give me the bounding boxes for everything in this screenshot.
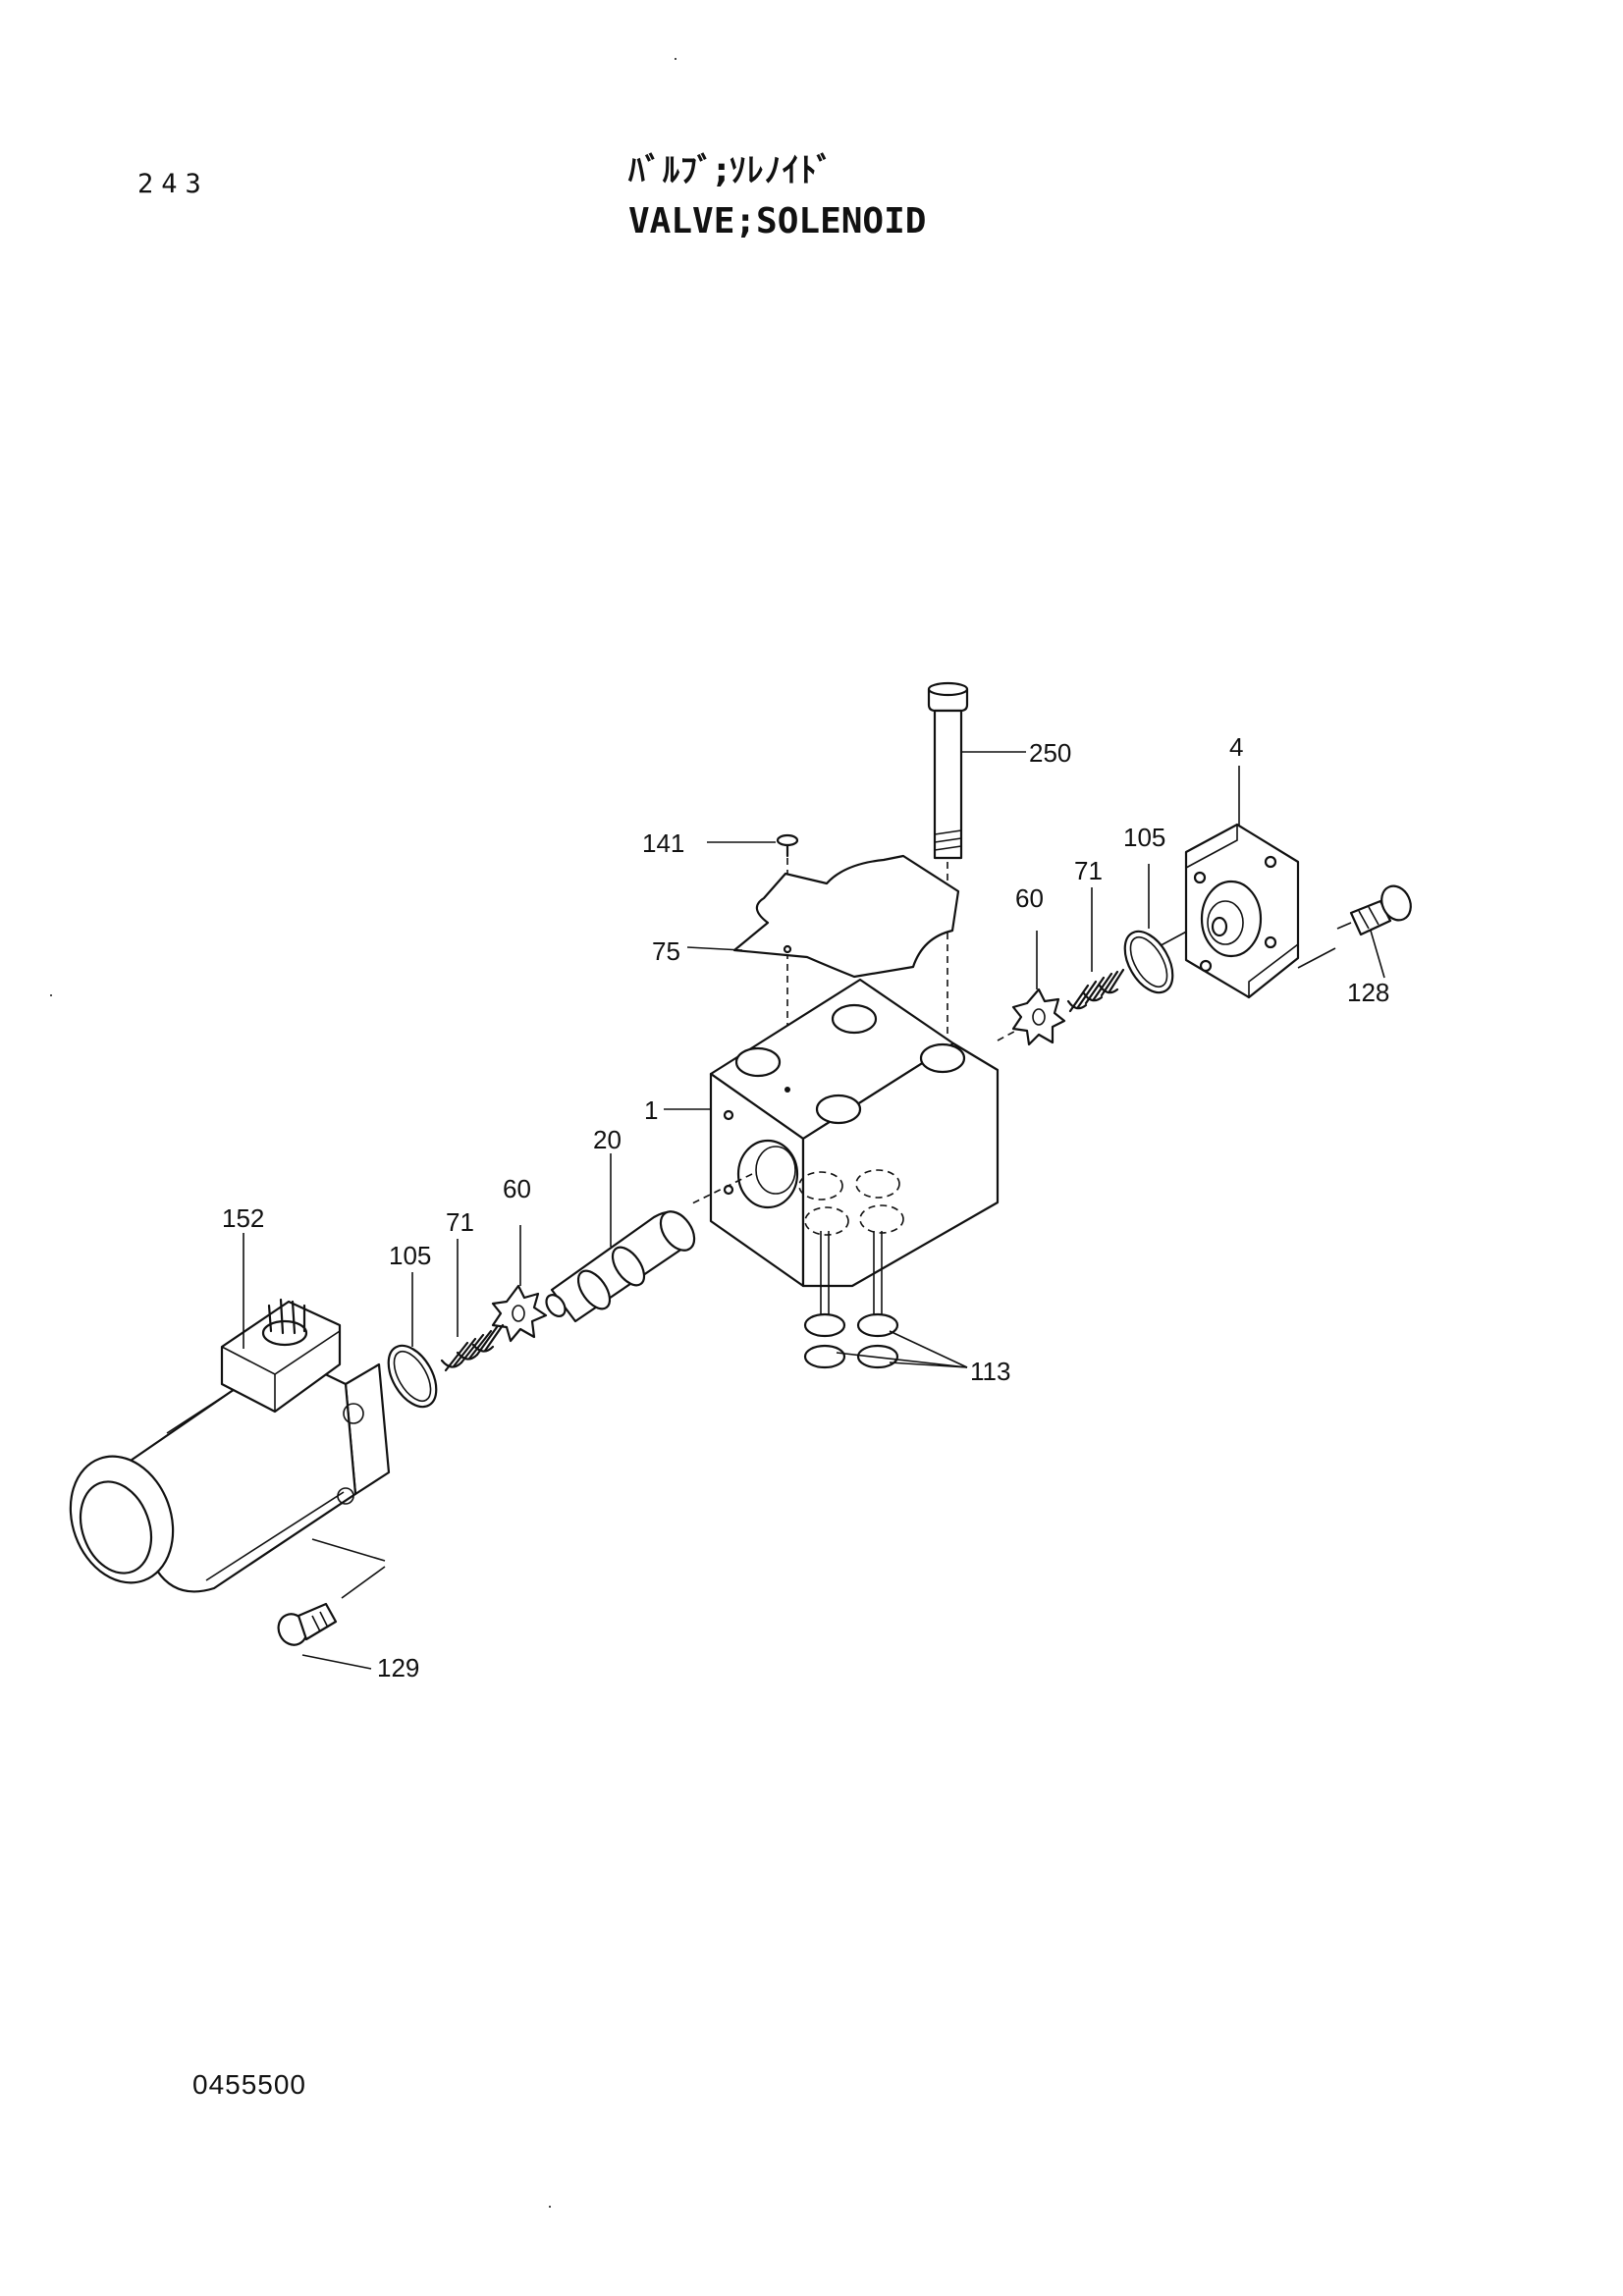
callout-128: 128 <box>1347 978 1389 1007</box>
scan-speck <box>549 2206 551 2208</box>
callout-71-right: 71 <box>1074 856 1103 885</box>
star-washer-60-right <box>1011 931 1066 1046</box>
title-japanese: ﾊﾞﾙﾌﾞ;ｿﾚﾉｲﾄﾞ <box>628 151 835 190</box>
callout-71-left: 71 <box>446 1207 474 1237</box>
valve-body-1 <box>664 978 1000 1288</box>
callout-113: 113 <box>970 1357 1010 1386</box>
spring-71-right <box>1066 887 1125 1013</box>
callout-105-right: 105 <box>1123 823 1165 852</box>
callout-141: 141 <box>642 828 684 858</box>
callout-105-left: 105 <box>389 1241 431 1270</box>
scan-speck <box>675 58 676 60</box>
page-number: 243 <box>137 169 209 199</box>
star-washer-60-left <box>491 1225 548 1343</box>
solenoid-coil-152 <box>69 1233 391 1593</box>
drawing-number: 0455500 <box>192 2069 307 2100</box>
scan-speck <box>50 994 52 996</box>
cap-screw-250 <box>927 681 1026 1046</box>
callout-20: 20 <box>593 1125 622 1154</box>
callout-129: 129 <box>377 1653 419 1682</box>
callout-4: 4 <box>1229 732 1243 762</box>
title-english: VALVE;SOLENOID <box>628 201 927 241</box>
cap-screw-128 <box>1336 884 1412 979</box>
callout-1: 1 <box>644 1095 658 1125</box>
o-ring-105-right <box>1123 864 1174 994</box>
end-cover-4 <box>1184 766 1336 999</box>
callout-152: 152 <box>222 1203 264 1233</box>
callout-60-left: 60 <box>503 1174 531 1203</box>
callout-75: 75 <box>652 936 680 966</box>
nameplate-75 <box>686 854 960 979</box>
o-ring-105-left <box>387 1272 438 1409</box>
cap-screw-129 <box>277 1566 386 1670</box>
o-rings-113 <box>803 1231 968 1369</box>
callout-60-right: 60 <box>1015 883 1044 913</box>
callout-250: 250 <box>1029 738 1071 768</box>
spool-20 <box>545 1153 696 1323</box>
spring-71-left <box>440 1239 505 1372</box>
